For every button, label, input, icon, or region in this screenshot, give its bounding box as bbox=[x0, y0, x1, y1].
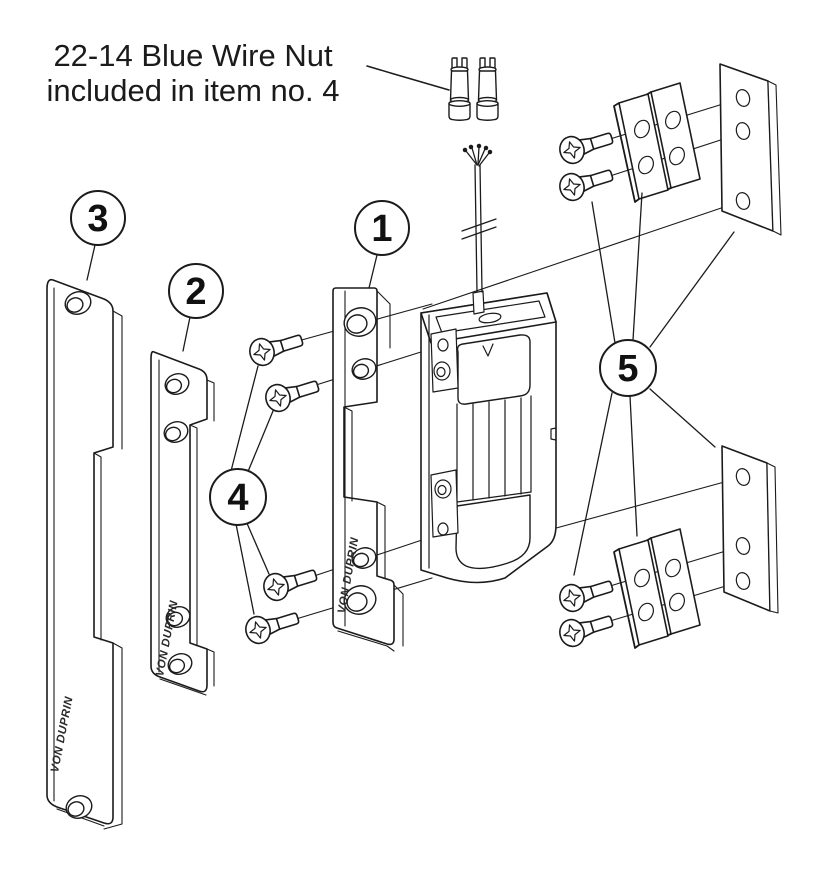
hole bbox=[343, 307, 377, 615]
alignment-line-bottom bbox=[537, 477, 740, 534]
wire-nut-note: 22-14 Blue Wire Nut included in item no.… bbox=[47, 38, 450, 108]
faceplate-item-3: VON DUPRIN bbox=[46, 278, 123, 830]
hole bbox=[163, 373, 193, 675]
flat-head-screw bbox=[555, 572, 617, 616]
callout-number: 3 bbox=[87, 198, 108, 240]
keeper-upper-block bbox=[456, 334, 531, 405]
wire-nuts bbox=[448, 57, 499, 122]
note-leader-line bbox=[366, 65, 450, 91]
wire-break-symbol bbox=[461, 218, 497, 240]
faceplate-item-1: VON DUPRIN bbox=[332, 287, 404, 652]
callout-3: 3 bbox=[70, 190, 126, 281]
wire-nut bbox=[476, 57, 499, 122]
flat-head-screw bbox=[261, 372, 323, 416]
callout-2: 2 bbox=[168, 263, 224, 352]
wire-entry-block bbox=[472, 290, 485, 315]
callout-5: 5 bbox=[573, 192, 735, 576]
strike-upper-tab bbox=[430, 328, 459, 393]
callout-1: 1 bbox=[354, 200, 410, 289]
flat-head-screw bbox=[555, 124, 617, 168]
note-line-2: included in item no. 4 bbox=[47, 73, 340, 108]
shim-plate-back bbox=[650, 82, 701, 189]
faceplate-item-2: VON DUPRIN bbox=[150, 350, 215, 696]
callout-number: 2 bbox=[185, 271, 206, 313]
shim-group-bottom bbox=[555, 445, 779, 651]
callout-number: 4 bbox=[227, 477, 248, 519]
callout-number: 5 bbox=[617, 348, 638, 390]
wire-nut bbox=[448, 57, 471, 122]
strike-body bbox=[420, 290, 557, 584]
alignment-line-top bbox=[422, 201, 740, 310]
wire bbox=[461, 143, 497, 293]
shim-plate-front bbox=[618, 539, 669, 646]
shim-group-top bbox=[555, 63, 782, 236]
keeper-lower-block bbox=[455, 494, 531, 570]
note-line-1: 22-14 Blue Wire Nut bbox=[53, 38, 333, 73]
callout-number: 1 bbox=[371, 208, 392, 250]
hole bbox=[64, 291, 93, 819]
flat-head-screw bbox=[241, 604, 303, 648]
flat-head-screw bbox=[245, 326, 307, 370]
wire-frayed-end bbox=[462, 143, 493, 167]
flat-head-screw bbox=[555, 607, 617, 651]
shim-plate-back bbox=[650, 528, 701, 635]
shim-plate-front bbox=[618, 93, 669, 200]
flat-head-screw bbox=[259, 561, 321, 605]
flat-head-screw bbox=[555, 161, 617, 205]
callout-4: 4 bbox=[209, 365, 274, 615]
